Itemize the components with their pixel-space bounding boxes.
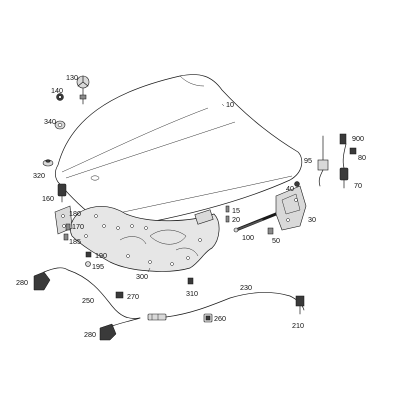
callout-900: 900 xyxy=(352,134,364,143)
callout-310: 310 xyxy=(186,289,198,298)
callout-100: 100 xyxy=(242,233,254,242)
rubber-grommet-340 xyxy=(54,120,66,130)
clip-80 xyxy=(349,147,357,155)
callout-20: 20 xyxy=(232,215,240,224)
leader-10 xyxy=(221,103,225,107)
callout-160: 160 xyxy=(42,194,54,203)
bolt-50 xyxy=(267,227,274,235)
clip-185 xyxy=(63,233,69,241)
callout-270: 270 xyxy=(127,292,139,301)
callout-50: 50 xyxy=(272,236,280,245)
clip-170 xyxy=(65,223,71,231)
cable-splitter xyxy=(147,313,167,321)
callout-195: 195 xyxy=(92,262,104,271)
callout-340: 340 xyxy=(44,117,56,126)
bolt-40 xyxy=(294,181,300,187)
screw-195 xyxy=(85,261,91,267)
wiring-harness-900 xyxy=(339,133,347,145)
callout-260: 260 xyxy=(214,314,226,323)
callout-230: 230 xyxy=(240,283,252,292)
callout-10: 10 xyxy=(226,100,234,109)
cable-250 xyxy=(67,269,141,319)
callout-70: 70 xyxy=(354,181,362,190)
clip-310 xyxy=(187,277,194,285)
callout-130: 130 xyxy=(66,73,78,82)
callout-15: 15 xyxy=(232,206,240,215)
callout-140: 140 xyxy=(51,86,63,95)
callout-300: 300 xyxy=(136,272,148,281)
callout-320: 320 xyxy=(33,171,45,180)
callout-80: 80 xyxy=(358,153,366,162)
sensor-connector-95 xyxy=(317,135,329,187)
callout-180: 180 xyxy=(69,209,81,218)
callout-185: 185 xyxy=(69,237,81,246)
screw-20 xyxy=(225,215,230,223)
clip-260 xyxy=(203,313,213,323)
callout-210: 210 xyxy=(292,321,304,330)
callout-40: 40 xyxy=(286,184,294,193)
callout-280-bottom: 280 xyxy=(84,330,96,339)
nut-190 xyxy=(85,251,92,258)
emblem-grommet xyxy=(56,93,64,101)
insulation-pad xyxy=(70,205,220,272)
release-handle-280-top xyxy=(33,267,69,291)
hood-star-emblem xyxy=(76,75,90,105)
screw-15 xyxy=(225,205,230,213)
cable-end-210 xyxy=(295,295,305,315)
callout-170: 170 xyxy=(72,222,84,231)
callout-280-top: 280 xyxy=(16,278,28,287)
hood-panel xyxy=(55,74,303,226)
release-handle-280-bottom xyxy=(99,317,141,341)
callout-250: 250 xyxy=(82,296,94,305)
leader-300 xyxy=(147,267,151,273)
hood-stop-160 xyxy=(57,183,67,203)
hood-hinge-30 xyxy=(275,185,307,231)
callout-95: 95 xyxy=(304,156,312,165)
cable-clip-270 xyxy=(115,291,124,299)
hood-contact-switch-70 xyxy=(339,143,349,189)
callout-190: 190 xyxy=(95,251,107,260)
bump-stop-320 xyxy=(42,159,54,167)
callout-30: 30 xyxy=(308,215,316,224)
